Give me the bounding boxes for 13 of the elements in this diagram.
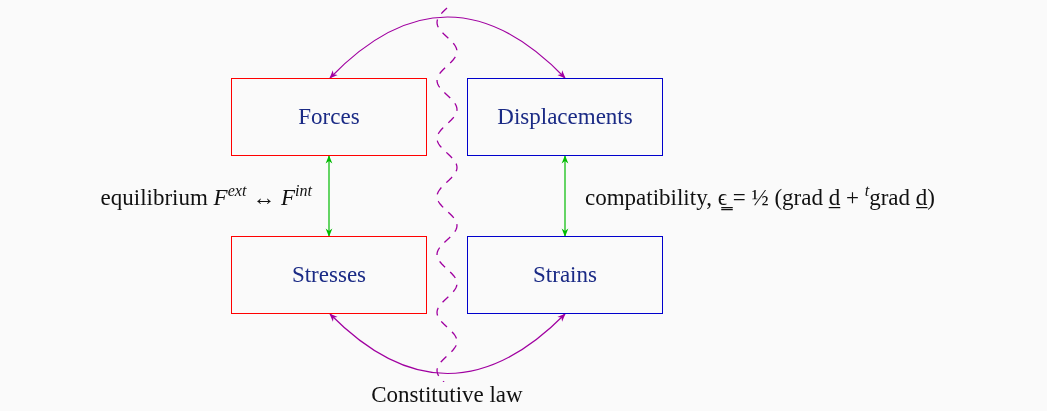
box [231,78,427,156]
double-arrow [325,155,333,237]
node-label: Forces [298,104,360,130]
node-label: Displacements [497,104,633,130]
double-arrow [329,16,566,79]
double-arrow [561,155,569,237]
box [467,78,663,156]
node-label: Stresses [291,262,367,288]
box [231,236,427,314]
box [467,236,663,314]
edge-label: equilibrium F$^{ext}$ ↔ F$^{int}$ [100,182,312,210]
node-label: Strains [533,262,597,288]
double-arrow [329,313,566,375]
